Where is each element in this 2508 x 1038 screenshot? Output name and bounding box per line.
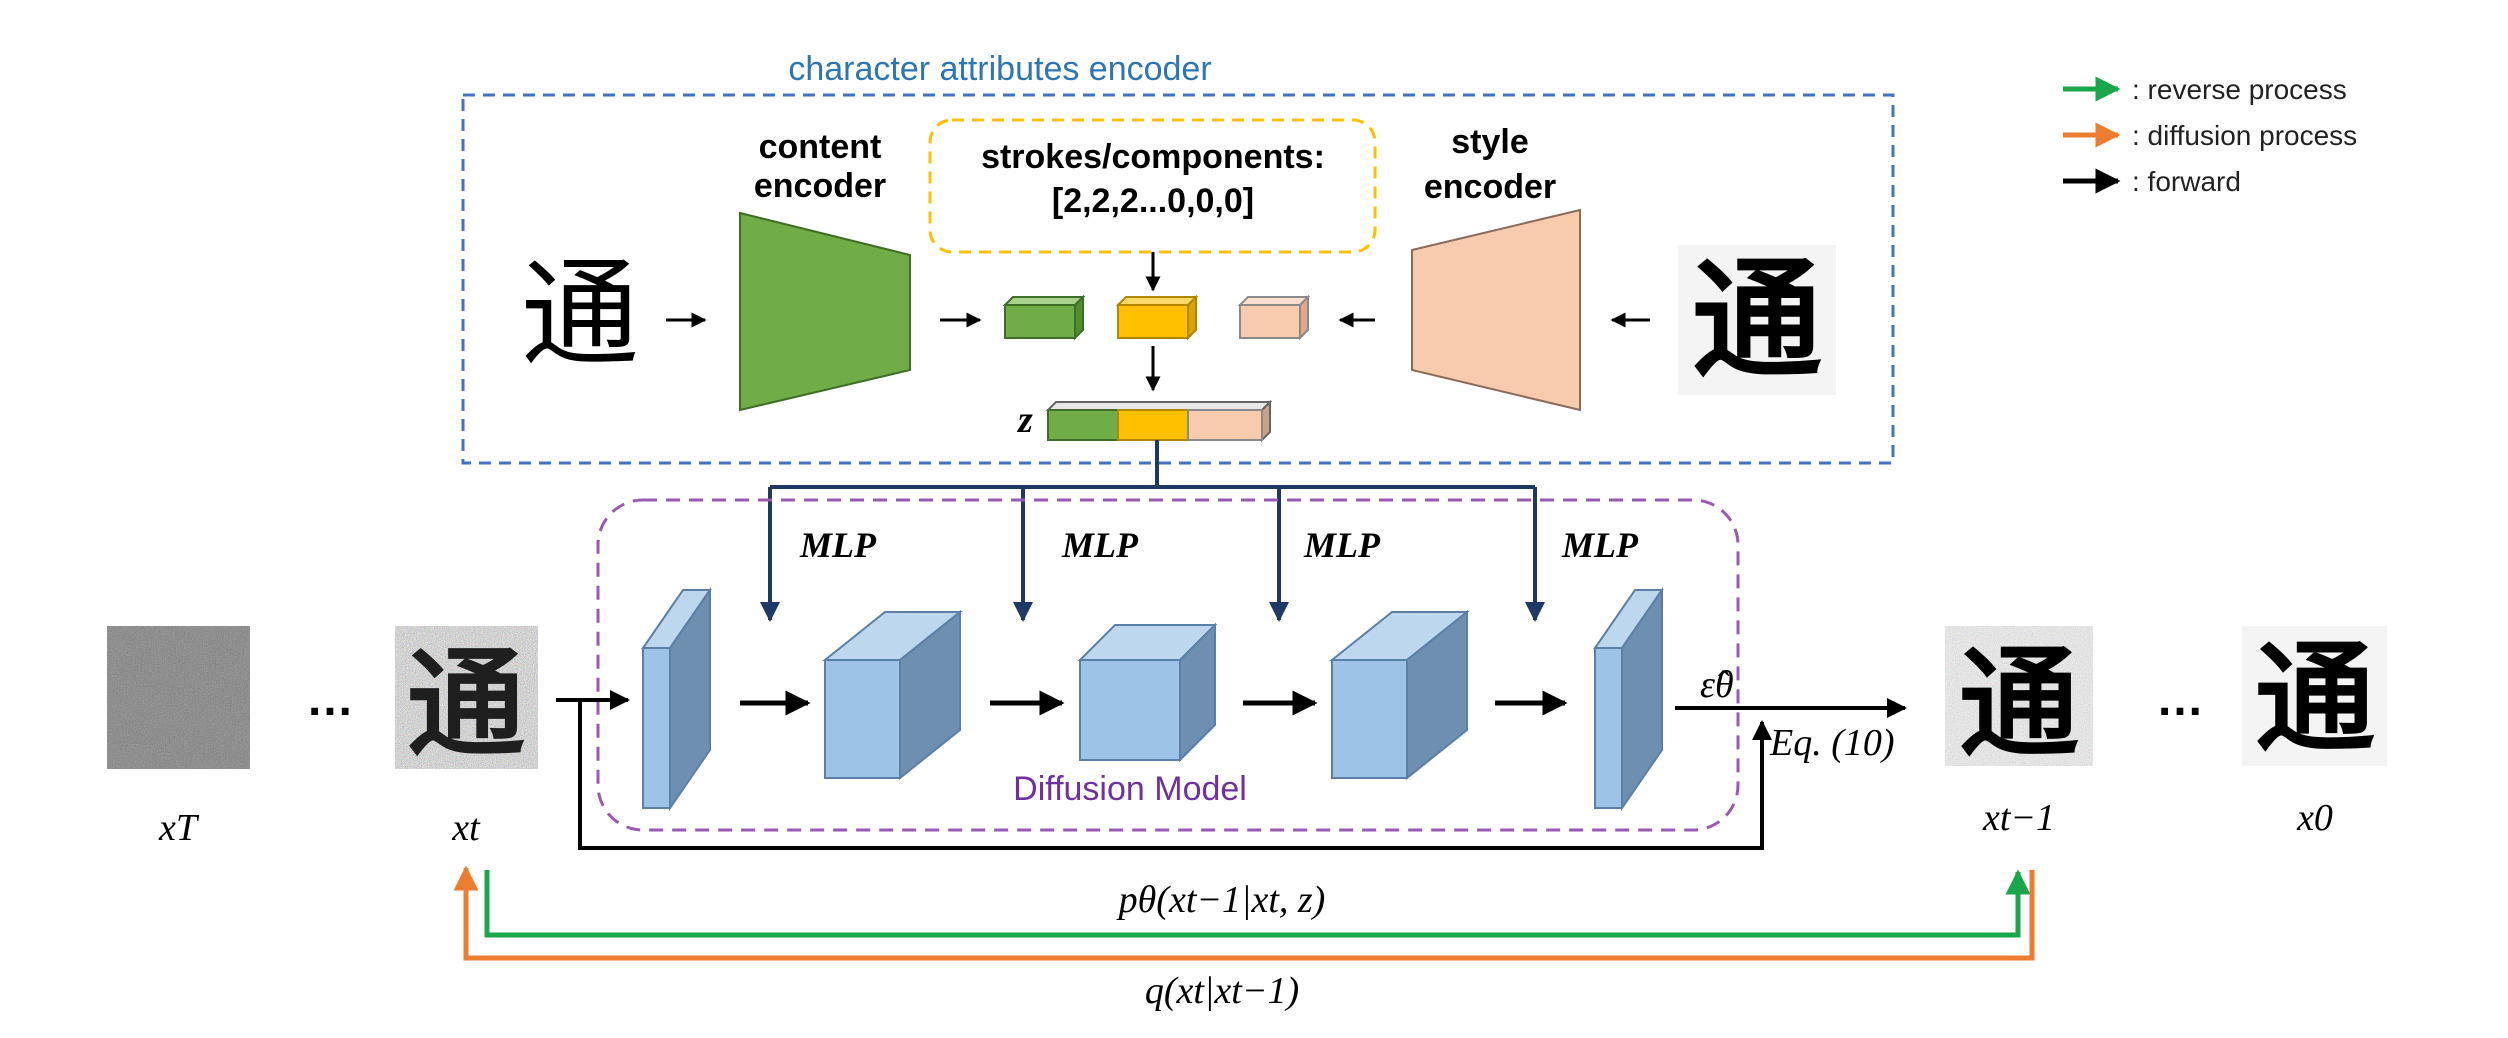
- content-char-image: 通: [521, 245, 639, 383]
- diffusion-process-arrow: [453, 865, 2035, 961]
- style-encoder-label-2: encoder: [1424, 168, 1556, 206]
- xT-label: xT: [158, 807, 200, 849]
- xt-noise-texture: [395, 626, 538, 769]
- strokes-label-1: strokes/components:: [981, 138, 1325, 176]
- legend: : reverse process : diffusion process : …: [2063, 74, 2357, 197]
- x0-clean-image: [2242, 626, 2387, 766]
- reverse-formula: pθ(xt−1|xt, z): [1116, 879, 1326, 921]
- x0-clean-char: 通: [2255, 630, 2375, 769]
- content-encoder-trapezoid: [739, 211, 911, 412]
- x0-label: x0: [2296, 797, 2333, 839]
- unet-block-1: [641, 586, 712, 812]
- forward-formula: q(xt|xt−1): [1145, 970, 1299, 1012]
- legend-diffusion-label: : diffusion process: [2132, 120, 2357, 151]
- z-vector: [1045, 399, 1273, 443]
- legend-forward-label: : forward: [2132, 166, 2241, 197]
- strokes-components-box: [928, 118, 1377, 254]
- content-encoder-label-2: encoder: [754, 167, 886, 205]
- diffusion-model-border: [596, 498, 1740, 832]
- reverse-process-arrow: [484, 869, 2031, 938]
- xt-1-noise-texture: [1945, 626, 2093, 766]
- z-label: z: [1016, 399, 1033, 441]
- diffusion-model-title: Diffusion Model: [1013, 770, 1247, 808]
- unet-block-5: [1593, 586, 1664, 812]
- ellipsis-right: …: [2156, 673, 2204, 726]
- mlp-connections: [760, 440, 1545, 622]
- unet-block-3: [1077, 622, 1218, 763]
- unet-block-4: [1329, 609, 1470, 781]
- unet-block-2: [822, 609, 963, 781]
- style-encoder-trapezoid: [1411, 208, 1581, 412]
- encoder-title: character attributes encoder: [788, 50, 1211, 88]
- content-vector: [1002, 294, 1086, 341]
- xt-1-noisy-char: 通: [1959, 635, 2079, 774]
- mlp-label-3: MLP: [1303, 525, 1381, 565]
- legend-reverse-label: : reverse process: [2132, 74, 2347, 105]
- style-encoder-label-1: style: [1451, 123, 1529, 161]
- epsilon-hat-label: ε̂θ: [1700, 664, 1734, 706]
- xt-label: xt: [451, 807, 481, 849]
- mlp-label-2: MLP: [1061, 525, 1139, 565]
- style-char-glyph: 通: [1692, 244, 1822, 396]
- strokes-label-2: [2,2,2...0,0,0]: [1052, 182, 1254, 220]
- xt-noisy-char: 通: [407, 635, 525, 773]
- mlp-label-1: MLP: [799, 525, 877, 565]
- encoder-border: [461, 93, 1895, 465]
- eq10-label: Eq. (10): [1769, 722, 1895, 764]
- xT-noise-texture: [107, 626, 250, 769]
- mlp-label-4: MLP: [1561, 525, 1639, 565]
- style-vector: [1237, 294, 1311, 341]
- strokes-vector: [1115, 294, 1199, 341]
- ellipsis-left: …: [306, 673, 354, 726]
- xt-1-label: xt−1: [1982, 797, 2055, 839]
- content-encoder-label-1: content: [759, 128, 882, 166]
- style-char-image: [1678, 245, 1836, 395]
